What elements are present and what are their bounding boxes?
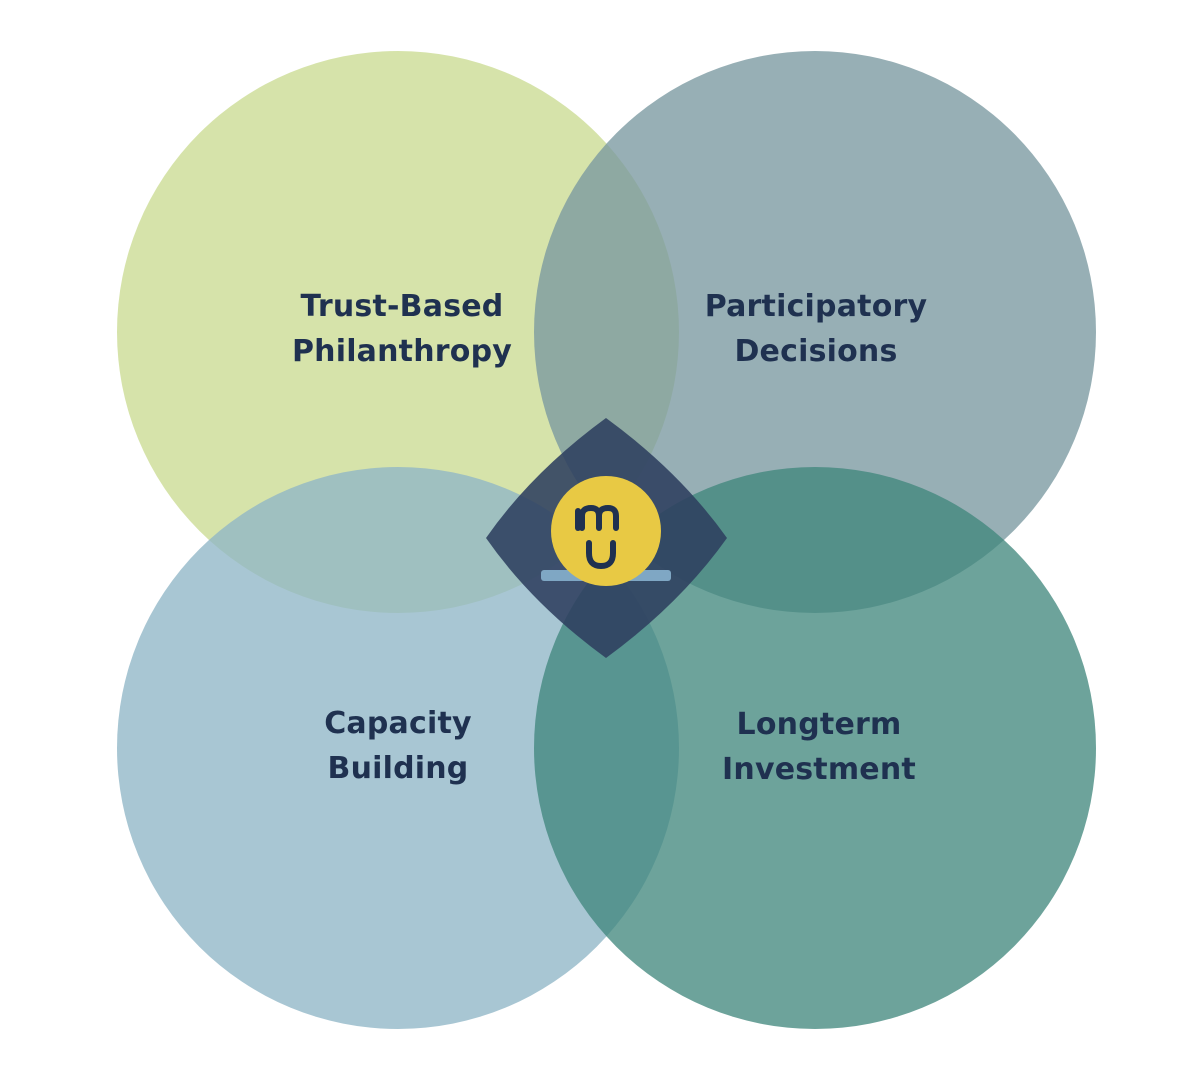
label-line: Investment	[722, 752, 916, 787]
circle-participatory-decisions	[534, 51, 1096, 613]
label-trust-based-philanthropy: Trust-Based Philanthropy	[252, 284, 552, 374]
label-line: Philanthropy	[291, 334, 513, 369]
circle-capacity-building	[117, 467, 679, 1029]
label-line: Trust-Based	[300, 289, 504, 324]
circle-longterm-investment	[534, 467, 1096, 1029]
label-line: Decisions	[734, 334, 898, 369]
label-line: Building	[327, 751, 469, 786]
label-line: Capacity	[324, 706, 472, 741]
label-longterm-investment: Longterm Investment	[669, 702, 969, 792]
label-line: Longterm	[736, 707, 902, 742]
label-participatory-decisions: Participatory Decisions	[666, 284, 966, 374]
mu-smile-logo-icon	[551, 476, 661, 586]
label-line: Participatory	[704, 289, 928, 324]
label-capacity-building: Capacity Building	[248, 701, 548, 791]
circle-trust-based-philanthropy	[117, 51, 679, 613]
